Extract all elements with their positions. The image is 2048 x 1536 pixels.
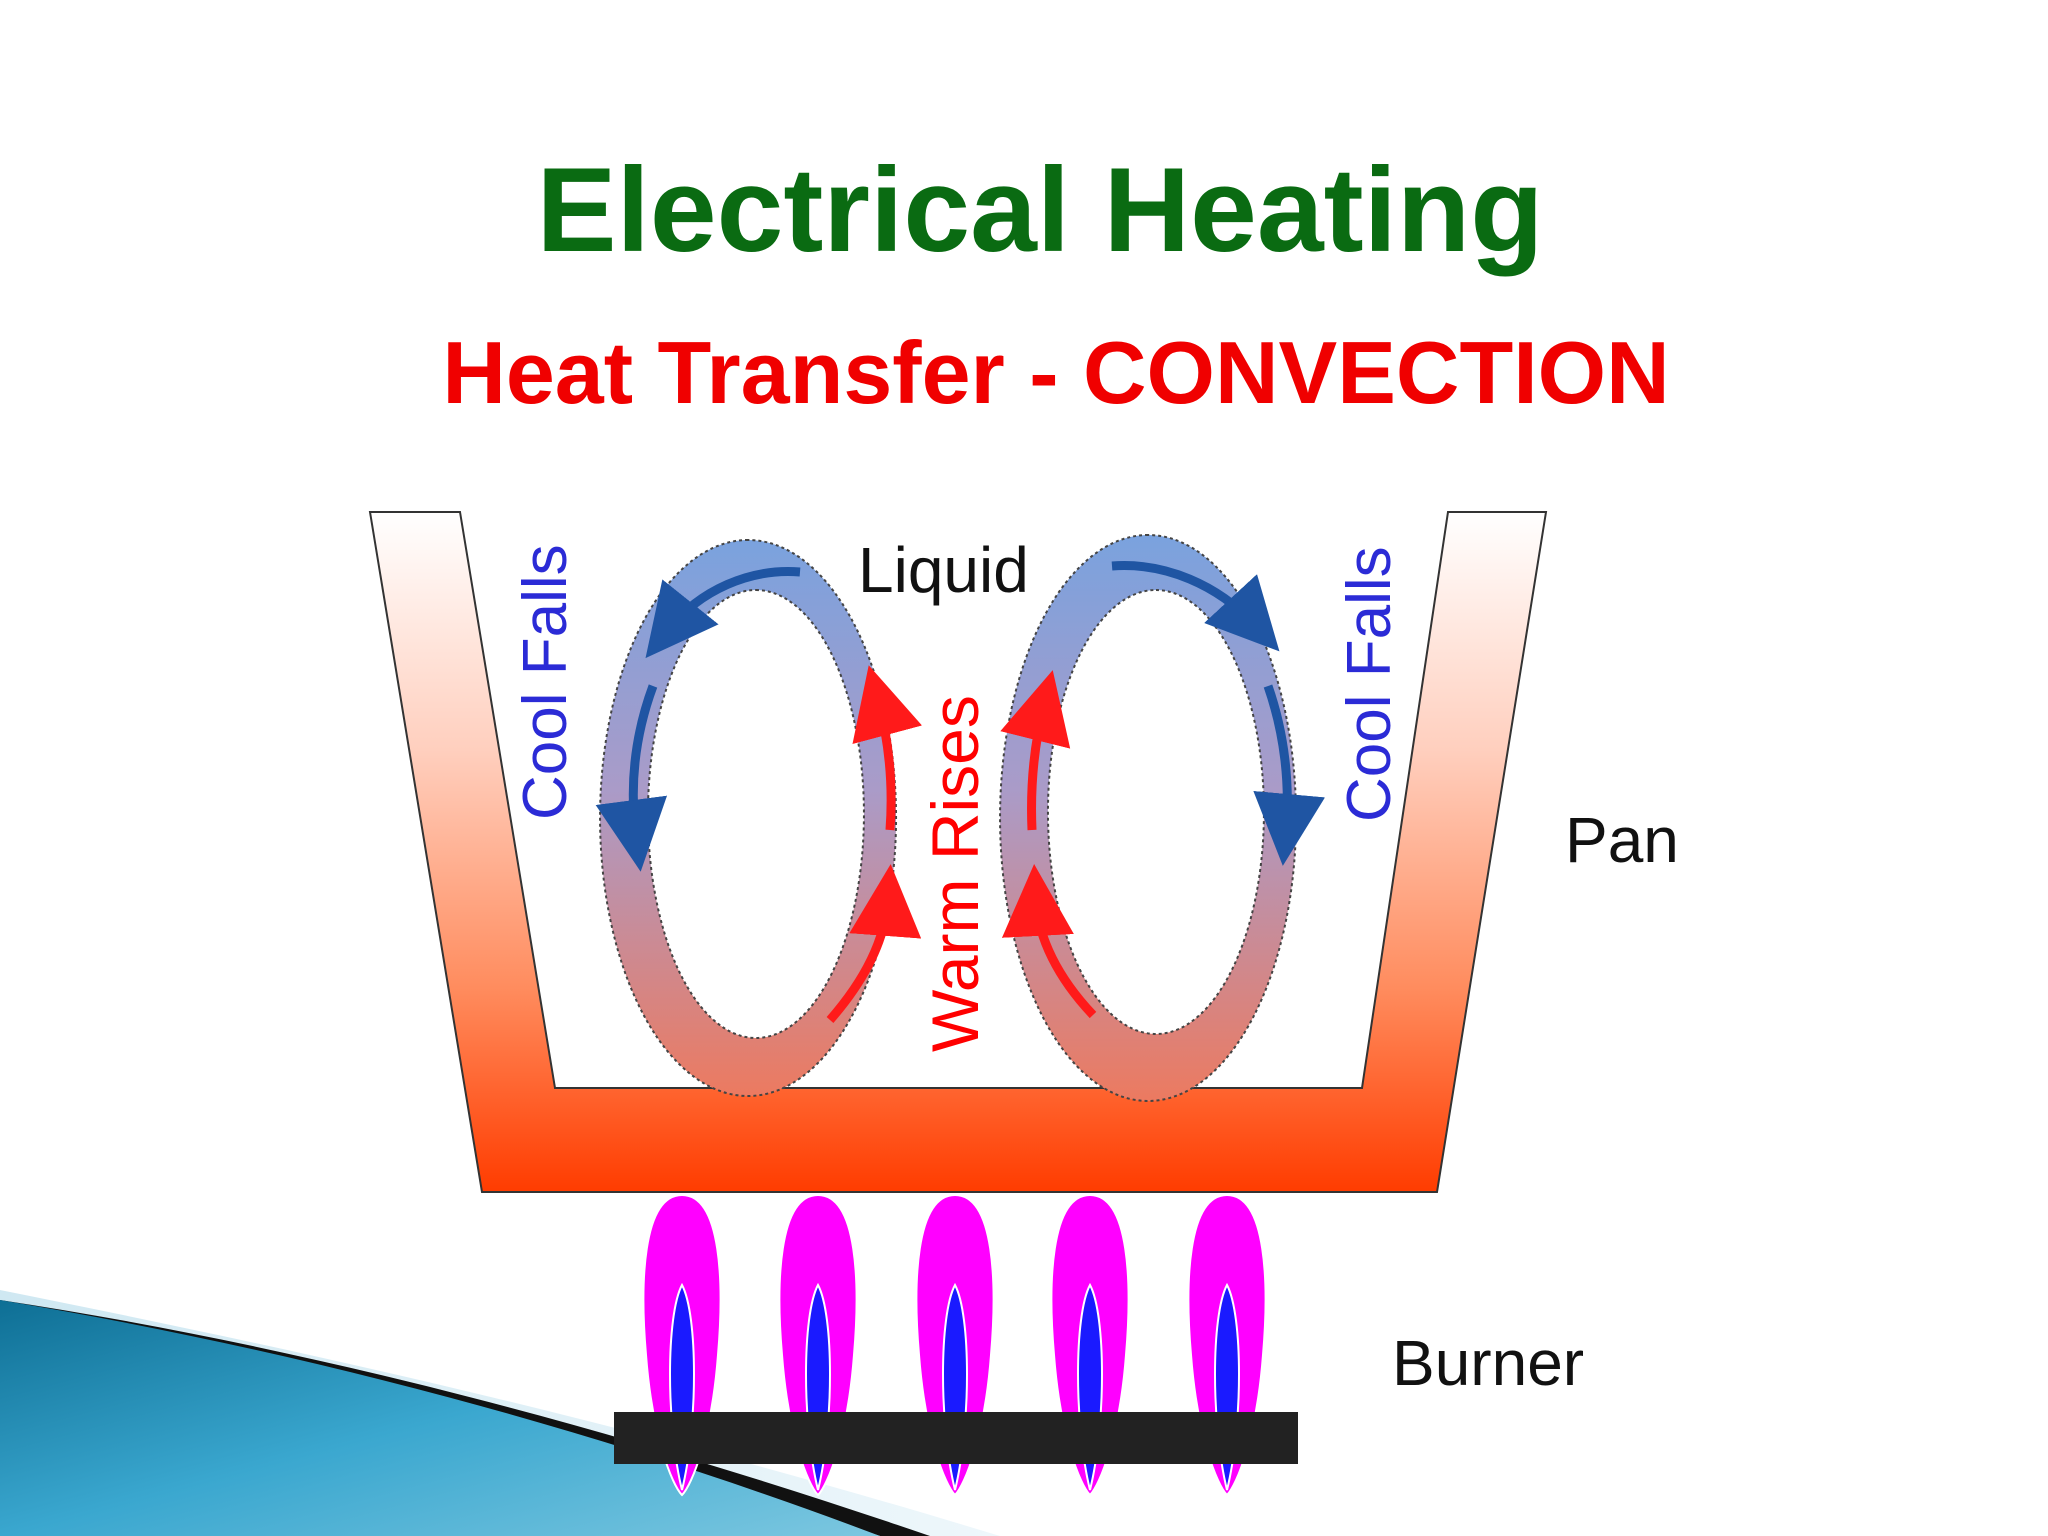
curved-arrow-icon [1253,684,1326,866]
slide-title: Electrical Heating [536,143,1544,277]
curved-arrow-icon [645,567,801,659]
convection-loop-right [999,534,1326,1102]
label-cool-falls-right: Cool Falls [1335,546,1404,822]
pan [368,511,1548,1193]
label-warm-rises: Warm Rises [918,695,992,1052]
swoosh-blue [0,1300,880,1536]
label-cool-falls-left: Cool Falls [511,544,580,820]
burner-plate [614,1412,1298,1464]
label-burner: Burner [1392,1327,1584,1399]
curved-arrow-icon [1001,864,1097,1019]
label-pan: Pan [1565,804,1679,876]
curved-arrow-icon [852,665,923,831]
slide-subtitle: Heat Transfer - CONVECTION [442,323,1670,422]
curved-arrow-icon [1000,670,1071,831]
curved-arrow-icon [595,684,668,872]
curved-arrow-icon [1111,561,1280,652]
label-liquid: Liquid [858,534,1029,606]
curved-arrow-icon [826,864,922,1023]
convection-loop-left [595,539,923,1097]
